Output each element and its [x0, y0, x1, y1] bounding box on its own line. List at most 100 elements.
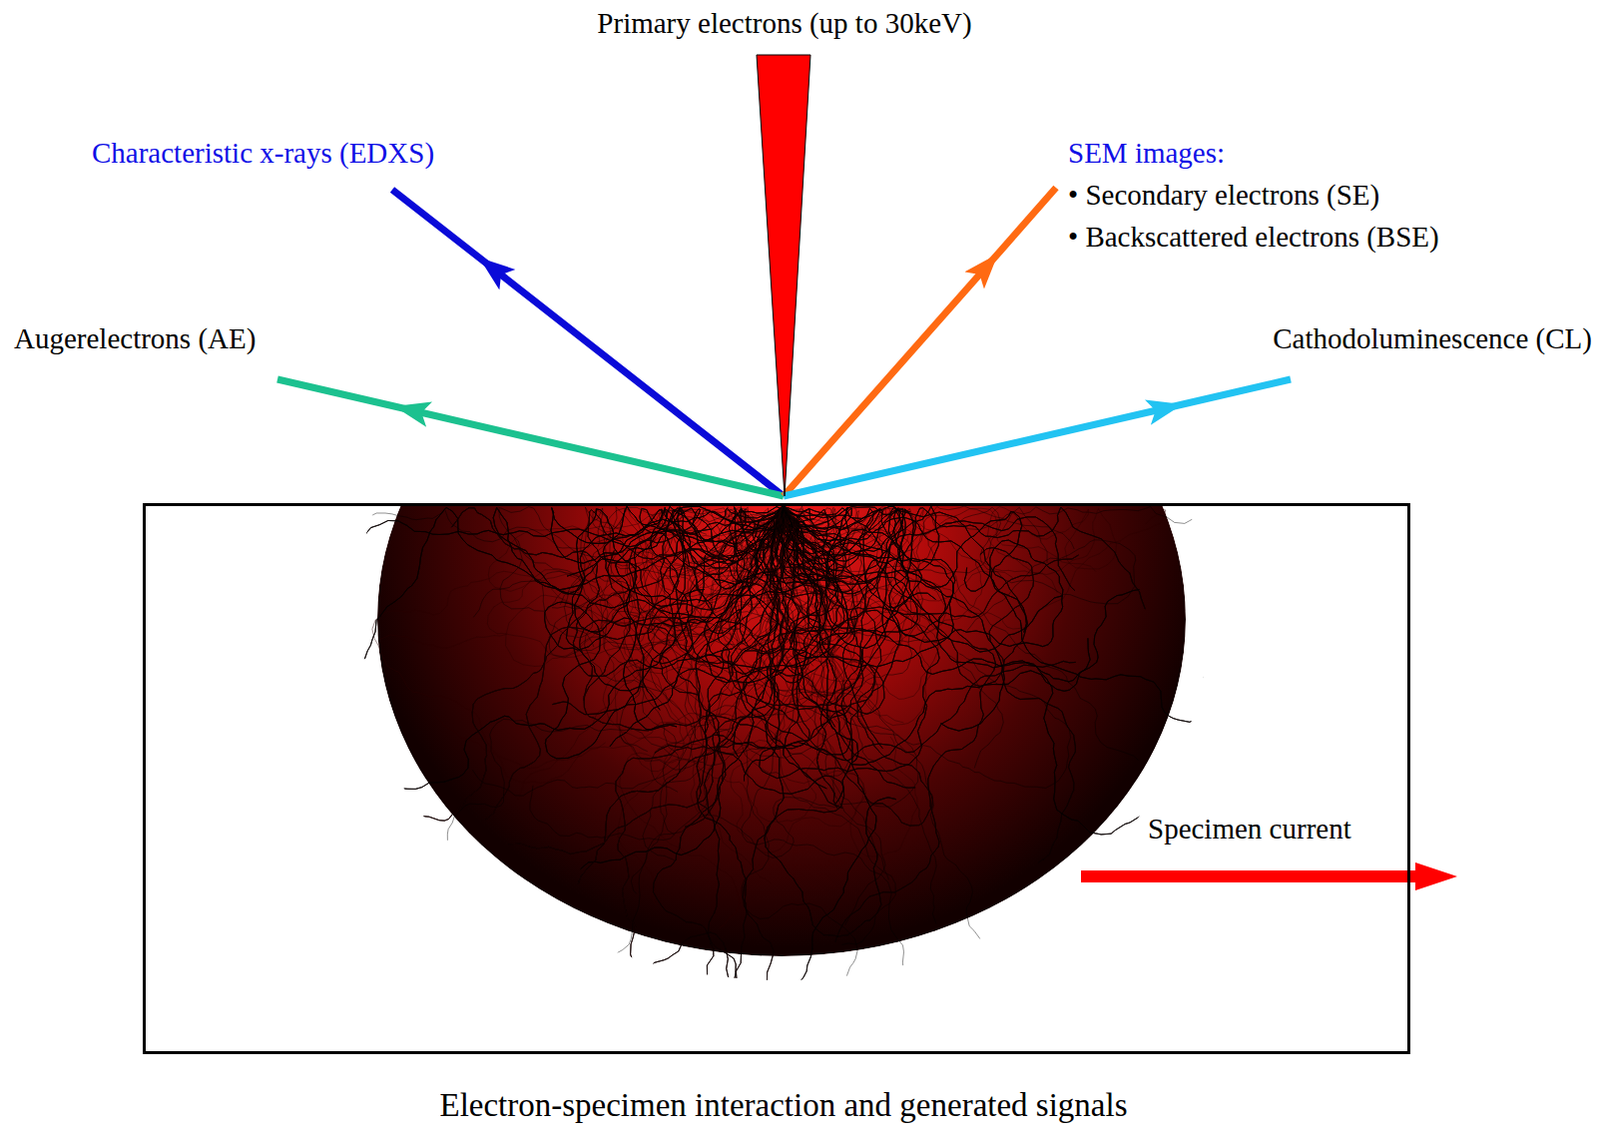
cl-arrow [783, 379, 1291, 497]
electron-track [508, 506, 865, 855]
electron-track [783, 506, 1139, 682]
signal-label: Specimen current [1147, 811, 1352, 846]
sem-arrow [783, 187, 1057, 497]
electron-track [486, 506, 835, 820]
electron-track [634, 506, 785, 668]
electron-track [317, 506, 784, 913]
specimen-block: Specimen current [142, 503, 1411, 1055]
electron-track [783, 506, 1064, 668]
electron-track [783, 506, 997, 942]
electron-track [544, 506, 784, 759]
electron-track [486, 506, 835, 820]
electron-track [544, 506, 784, 759]
signal-label: Cathodoluminescence (CL) [1272, 321, 1593, 356]
electron-track [783, 506, 997, 942]
electron-track [783, 506, 1243, 923]
electron-track [783, 506, 1064, 668]
electron-track [364, 506, 784, 659]
electron-track [764, 506, 897, 937]
electron-track [486, 506, 835, 820]
electron-track [783, 506, 1243, 923]
electron-track [544, 506, 784, 759]
electron-track [774, 506, 1079, 618]
electron-track [380, 506, 817, 658]
electron-track [741, 506, 858, 1052]
electron-track [508, 506, 865, 855]
electron-track [580, 506, 828, 870]
electron-track [783, 506, 1139, 682]
electron-track [311, 506, 784, 589]
electron-track [317, 506, 784, 913]
electron-track [783, 506, 859, 804]
electron-track [580, 506, 828, 870]
primary-beam [756, 54, 811, 497]
electron-track [697, 506, 784, 1049]
electron-track [783, 506, 1229, 722]
electron-tracks [307, 506, 1337, 1052]
electron-track [544, 506, 784, 759]
electron-track [783, 506, 997, 942]
electron-track [783, 506, 1139, 682]
electron-track [783, 506, 1139, 682]
electron-track [783, 506, 1064, 668]
electron-track [743, 506, 843, 808]
electron-track [694, 506, 838, 809]
electron-track [783, 506, 997, 942]
electron-track [508, 506, 865, 855]
electron-track [508, 506, 865, 855]
electron-track [778, 506, 1075, 863]
electron-track [583, 506, 824, 749]
electron-track [778, 506, 1075, 863]
electron-track [767, 506, 881, 710]
electron-track [783, 506, 1243, 923]
electron-track [783, 506, 997, 942]
electron-track [775, 506, 911, 579]
current-arrow-head [1415, 862, 1458, 891]
interaction-volume [377, 506, 1186, 957]
electron-track [311, 506, 784, 589]
electron-track [311, 506, 784, 589]
current-arrow-shaft [1080, 870, 1421, 883]
electron-track [508, 506, 865, 855]
electron-track [452, 506, 785, 676]
electron-track [647, 506, 784, 814]
electron-track [493, 506, 784, 594]
signal-item: • Backscattered electrons (BSE) [1067, 219, 1440, 254]
electron-track [638, 506, 784, 710]
electron-track [639, 506, 787, 652]
electron-track [778, 506, 1075, 863]
electron-track [783, 506, 1145, 609]
electron-track [311, 506, 784, 589]
electron-track [577, 506, 788, 885]
electron-track [778, 506, 1075, 863]
electron-track [783, 506, 1005, 731]
electron-track [741, 506, 905, 1052]
electron-track [550, 506, 812, 585]
electron-track [630, 506, 919, 895]
signal-label: Augerelectrons (AE) [13, 321, 256, 356]
figure-caption: Electron-specimen interaction and genera… [439, 1085, 1127, 1124]
electron-track [779, 506, 850, 789]
electron-track [783, 506, 1064, 668]
electron-track [587, 506, 784, 624]
electron-track [783, 506, 1243, 923]
electron-track [367, 506, 786, 821]
signal-item: • Secondary electrons (SE) [1067, 177, 1380, 212]
electron-track [317, 506, 784, 913]
auger-arrow [277, 379, 784, 497]
electron-track [317, 506, 784, 913]
signal-label: SEM images: [1067, 135, 1225, 170]
electron-track [783, 506, 1027, 658]
electron-track [317, 506, 784, 913]
electron-track [486, 506, 835, 820]
electron-track [768, 506, 1338, 634]
electron-track [783, 506, 1071, 788]
electron-track [580, 506, 828, 870]
electron-track [783, 506, 1139, 682]
beam-label: Primary electrons (up to 30keV) [596, 5, 972, 40]
signal-label: Characteristic x-rays (EDXS) [91, 135, 435, 170]
electron-track [783, 506, 1064, 668]
electron-track [580, 506, 828, 870]
electron-track [783, 506, 1096, 571]
